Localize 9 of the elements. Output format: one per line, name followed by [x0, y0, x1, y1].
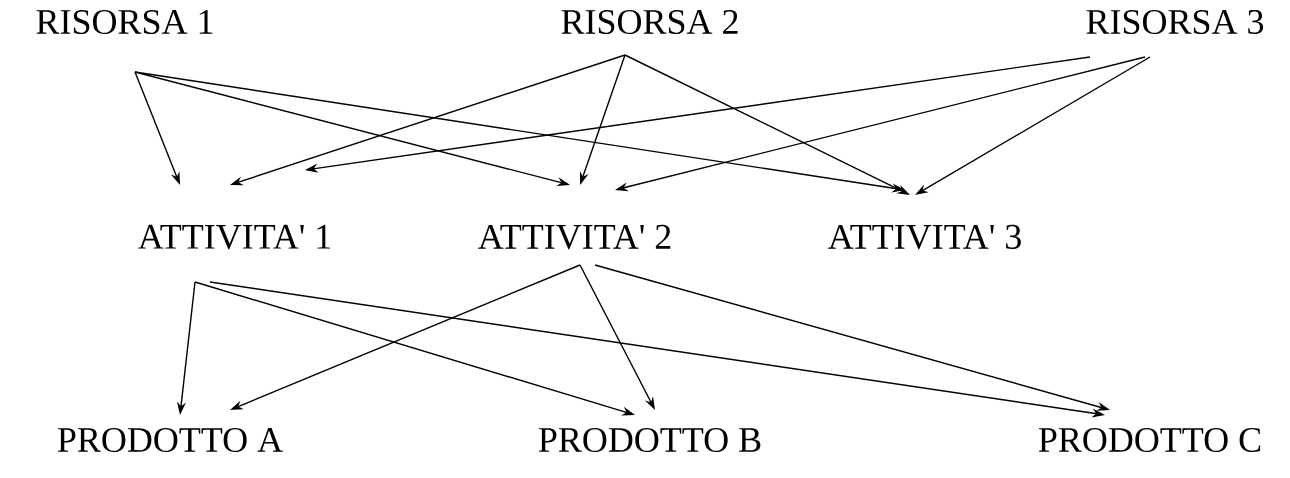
node-label: PRODOTTO C	[1038, 427, 1261, 453]
node-label: RISORSA 1	[36, 9, 213, 35]
node-label: RISORSA 2	[561, 9, 738, 35]
node-label: ATTIVITA' 1	[138, 224, 331, 250]
node-label: ATTIVITA' 2	[478, 224, 671, 250]
node-label: RISORSA 3	[1086, 9, 1264, 35]
node-label: PRODOTTO A	[57, 427, 283, 453]
node-label: PRODOTTO B	[538, 427, 761, 453]
node-label: ATTIVITA' 3	[828, 224, 1021, 250]
